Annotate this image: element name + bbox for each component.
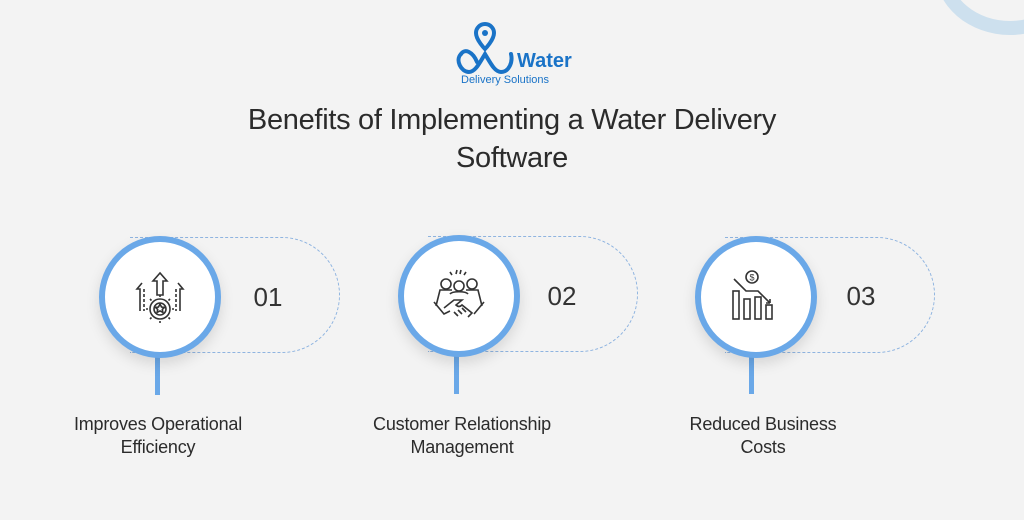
icon-circle — [99, 236, 221, 358]
icon-circle — [398, 235, 520, 357]
logo-name: Water — [517, 50, 572, 72]
title-line-1: Benefits of Implementing a Water Deliver… — [247, 104, 777, 136]
connector-stem — [749, 352, 754, 394]
efficiency-gear-arrows-icon — [135, 271, 185, 323]
dashed-pill — [130, 237, 340, 353]
benefit-number: 01 — [253, 282, 283, 312]
decorative-ring — [935, 0, 1024, 35]
benefit-number: 02 — [547, 281, 577, 311]
label-line-2: Efficiency — [120, 437, 196, 457]
label-line-1: Improves Operational — [73, 414, 243, 434]
benefit-label: Customer Relationship Management — [332, 413, 592, 459]
benefit-label: Reduced Business Costs — [633, 413, 893, 459]
label-line-1: Customer Relationship — [373, 414, 551, 434]
dashed-pill — [428, 236, 638, 352]
connector-stem — [454, 352, 459, 394]
label-line-2: Management — [410, 437, 514, 457]
label-line-2: Costs — [740, 437, 786, 457]
benefit-label: Improves Operational Efficiency — [28, 413, 288, 459]
dashed-pill — [725, 237, 935, 353]
title-line-2: Software — [455, 142, 569, 174]
cost-decrease-chart-icon: $ — [732, 270, 773, 320]
label-line-1: Reduced Business — [689, 414, 837, 434]
logo-mark-icon — [456, 21, 514, 75]
icon-circle: $ — [695, 236, 817, 358]
page-title: Benefits of Implementing a Water Deliver… — [0, 101, 1024, 177]
svg-text:$: $ — [749, 273, 754, 283]
connector-stem — [155, 353, 160, 395]
logo-subtitle: Delivery Solutions — [461, 74, 550, 86]
benefit-number: 03 — [846, 281, 876, 311]
handshake-team-icon — [433, 269, 485, 318]
